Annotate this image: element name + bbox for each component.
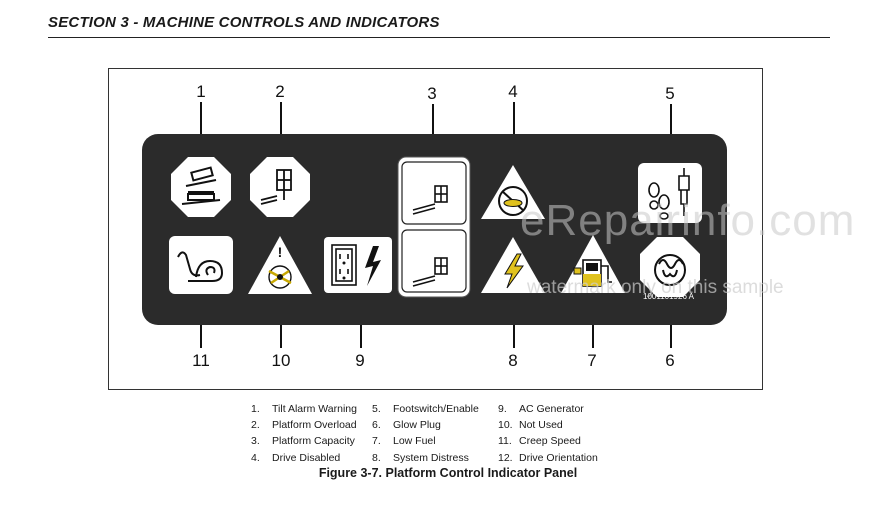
legend-number: 5. xyxy=(372,403,381,415)
footswitch-enable-icon xyxy=(638,163,702,223)
legend-label: System Distress xyxy=(393,451,469,464)
legend-number: 7. xyxy=(372,435,381,448)
callout-3: 3 xyxy=(427,84,437,103)
platform-overload-icon xyxy=(250,157,310,217)
legend-number: 10. xyxy=(498,419,513,432)
legend-item: 11. Creep Speed xyxy=(498,433,598,449)
callout-2: 2 xyxy=(275,82,285,101)
callout-5: 5 xyxy=(665,84,675,103)
callout-6: 6 xyxy=(665,351,675,370)
legend-item: 3. Platform Capacity xyxy=(251,433,357,449)
legend-label: Footswitch/Enable xyxy=(393,403,479,415)
legend-item: 7. Low Fuel xyxy=(372,433,479,449)
legend-item: 4. Drive Disabled xyxy=(251,450,357,466)
platform-capacity-icon xyxy=(397,156,471,298)
system-distress-icon xyxy=(481,237,545,293)
callout-10: 10 xyxy=(271,351,291,370)
low-fuel-icon xyxy=(561,235,625,293)
section-header: SECTION 3 - MACHINE CONTROLS AND INDICAT… xyxy=(48,14,830,38)
legend-label: Not Used xyxy=(519,419,563,432)
callout-1: 1 xyxy=(196,82,206,101)
legend-item: 12. Drive Orientation xyxy=(498,450,598,466)
legend-label: Creep Speed xyxy=(519,435,581,448)
legend-label: Platform Capacity xyxy=(272,435,355,448)
legend-item: 2. Platform Overload xyxy=(251,417,357,433)
legend-label: Glow Plug xyxy=(393,419,441,432)
legend-number: 11. xyxy=(498,435,512,448)
legend-number: 12. xyxy=(498,451,513,464)
legend-label: Drive Disabled xyxy=(272,451,341,464)
legend-number: 3. xyxy=(251,435,260,448)
callout-11: 11 xyxy=(192,351,210,370)
legend-item: 5. Footswitch/Enable xyxy=(372,401,479,417)
legend-number: 1. xyxy=(251,403,260,415)
callout-4: 4 xyxy=(508,82,518,101)
ac-generator-icon xyxy=(324,237,392,293)
legend-label: Platform Overload xyxy=(272,419,357,432)
legend-label: Tilt Alarm Warning xyxy=(272,403,357,415)
not-used-icon: ! xyxy=(248,236,312,294)
legend-number: 4. xyxy=(251,451,260,464)
svg-text:!: ! xyxy=(278,244,283,260)
creep-speed-icon xyxy=(169,236,233,294)
legend-label: Low Fuel xyxy=(393,435,436,448)
part-number: 1001101926 A xyxy=(643,292,695,301)
glow-plug-icon xyxy=(640,237,700,297)
legend-item: 1. Tilt Alarm Warning xyxy=(251,401,357,417)
callout-9: 9 xyxy=(355,351,365,370)
legend-number: 8. xyxy=(372,451,381,464)
legend-item: 10. Not Used xyxy=(498,417,598,433)
legend-item: 6. Glow Plug xyxy=(372,417,479,433)
tilt-alarm-icon xyxy=(171,157,231,217)
figure-caption: Figure 3-7. Platform Control Indicator P… xyxy=(318,466,578,480)
legend-item: 9. AC Generator xyxy=(498,401,598,417)
legend-label: Drive Orientation xyxy=(519,451,598,464)
legend-column-2: 5. Footswitch/Enable 6. Glow Plug 7. Low Fu… xyxy=(372,401,479,466)
legend-number: 9. xyxy=(498,403,507,415)
drive-disabled-icon xyxy=(481,165,545,219)
callout-8: 8 xyxy=(508,351,518,370)
callout-7: 7 xyxy=(587,351,597,370)
legend-label: AC Generator xyxy=(519,403,584,415)
legend-column-1: 1. Tilt Alarm Warning 2. Platform Overload… xyxy=(251,401,357,466)
section-title: SECTION 3 - MACHINE CONTROLS AND INDICAT… xyxy=(48,14,440,31)
legend-item: 8. System Distress xyxy=(372,450,479,466)
legend-number: 2. xyxy=(251,419,260,432)
legend-column-3: 9. AC Generator 10. Not Used 11. Creep Spee… xyxy=(498,401,598,466)
legend-number: 6. xyxy=(372,419,381,432)
